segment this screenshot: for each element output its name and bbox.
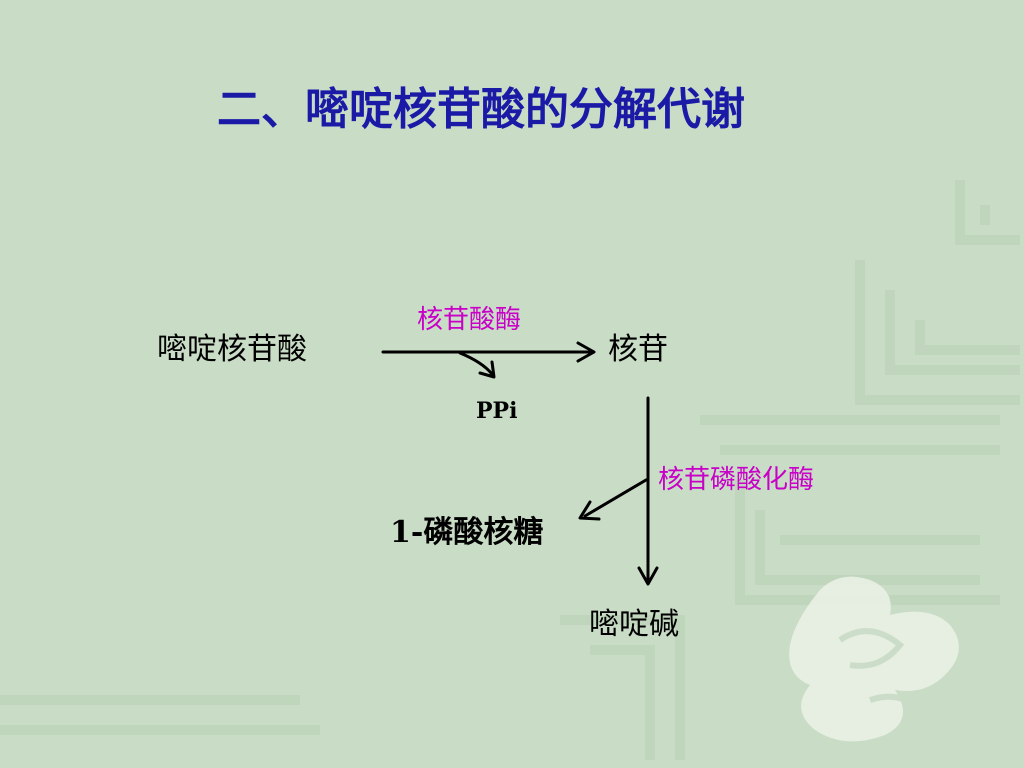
enzyme2-label: 核苷磷酸化酶 — [658, 465, 815, 495]
enzyme1-label: 核苷酸酶 — [417, 305, 522, 335]
main-arrowhead — [576, 341, 596, 363]
substrate-label: 嘧啶核苷酸 — [157, 332, 307, 367]
dragon-ornament — [789, 576, 959, 742]
ribose-arrowhead — [578, 500, 601, 521]
product3-label: 嘧啶碱 — [589, 607, 679, 642]
vertical-arrowhead — [637, 566, 659, 586]
product1-label: 核苷 — [608, 332, 668, 367]
ribose-arrow — [583, 478, 648, 518]
ppi-arrowhead — [478, 360, 496, 379]
byproduct-label: PPi — [476, 398, 518, 424]
page-title: 二、嘧啶核苷酸的分解代谢 — [217, 84, 745, 135]
product2-label: 1-磷酸核糖 — [390, 515, 544, 550]
ppi-arrow — [458, 351, 494, 376]
